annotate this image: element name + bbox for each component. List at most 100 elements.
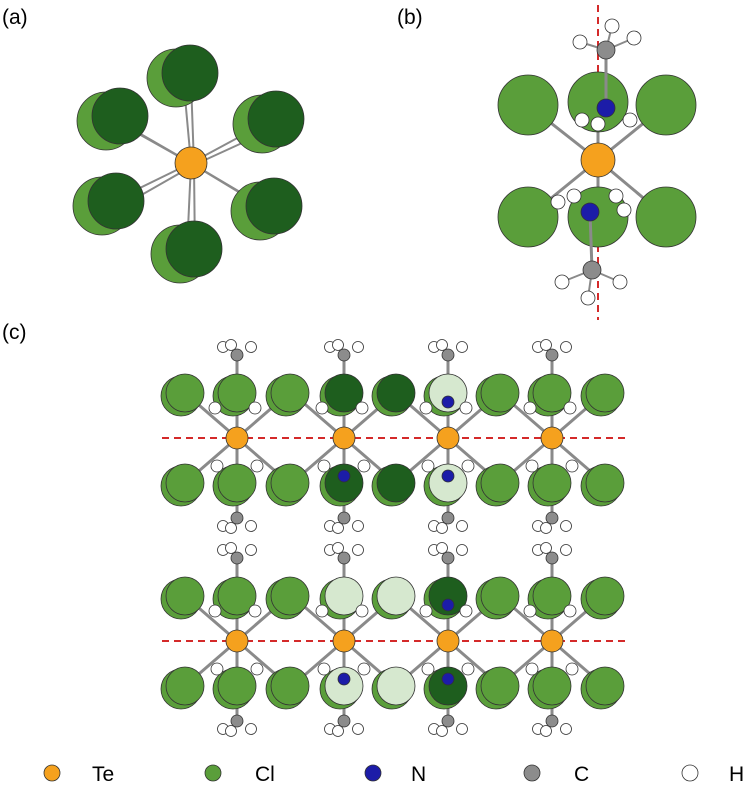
cl-atom: [217, 463, 257, 503]
cl-atom: [480, 576, 520, 616]
cl-atom: [532, 463, 572, 503]
h-atom: [563, 401, 577, 415]
h-atom: [332, 339, 344, 351]
te-atom: [225, 426, 249, 450]
cl-atom: [217, 373, 257, 413]
cl-atom: [532, 666, 572, 706]
c-atom: [441, 348, 455, 362]
te-atom: [540, 426, 564, 450]
cl-atom: [165, 373, 205, 413]
h-atom: [421, 459, 435, 473]
h-atom: [245, 520, 257, 532]
h-atom: [248, 401, 262, 415]
h-atom: [245, 723, 257, 735]
cl-atom: [324, 576, 364, 616]
cl-atom: [270, 576, 310, 616]
cl-atom: [635, 74, 697, 136]
panel-c-label: (c): [2, 321, 27, 344]
c-atom: [337, 511, 351, 525]
te-atom: [540, 629, 564, 653]
h-atom: [560, 341, 572, 353]
h-atom: [225, 725, 237, 737]
h-atom: [459, 401, 473, 415]
cl-atom: [376, 463, 416, 503]
cl-atom-front: [247, 90, 305, 148]
h-atom: [560, 544, 572, 556]
h-atom: [357, 459, 371, 473]
h-atom: [352, 341, 364, 353]
h-atom: [225, 339, 237, 351]
h-atom: [461, 662, 475, 676]
h-atom: [245, 544, 257, 556]
n-atom: [337, 672, 351, 686]
legend-te-swatch: [43, 764, 61, 782]
h-atom: [456, 341, 468, 353]
panel-b-label: (b): [397, 6, 423, 29]
h-atom: [523, 401, 537, 415]
n-atom: [441, 598, 455, 612]
te-atom: [225, 629, 249, 653]
cl-atom: [270, 373, 310, 413]
cl-atom: [217, 666, 257, 706]
cl-atom: [428, 463, 468, 503]
h-atom: [626, 30, 642, 46]
cl-atom: [480, 666, 520, 706]
cl-atom: [376, 373, 416, 413]
c-atom: [545, 511, 559, 525]
h-atom: [540, 542, 552, 554]
cl-atom: [324, 463, 364, 503]
h-atom: [560, 723, 572, 735]
te-atom: [580, 142, 616, 178]
c-atom: [545, 551, 559, 565]
legend-c-swatch: [523, 764, 541, 782]
legend-h-swatch: [681, 764, 699, 782]
h-atom: [317, 662, 331, 676]
c-atom: [545, 348, 559, 362]
h-atom: [210, 662, 224, 676]
legend-te-label: Te: [92, 763, 114, 786]
cl-atom: [324, 666, 364, 706]
cl-atom: [497, 186, 559, 248]
h-atom: [419, 401, 433, 415]
panel-b-octahedron-with-cations: [497, 5, 697, 320]
h-atom: [357, 662, 371, 676]
cl-atom: [532, 576, 572, 616]
c-atom: [230, 511, 244, 525]
cl-atom: [376, 666, 416, 706]
h-atom: [332, 522, 344, 534]
h-atom: [590, 116, 606, 132]
h-atom: [317, 459, 331, 473]
n-atom: [441, 672, 455, 686]
h-atom: [436, 339, 448, 351]
h-atom: [608, 188, 624, 204]
panel-c-layered-structure: [160, 339, 628, 737]
cl-atom: [585, 463, 625, 503]
h-atom: [421, 662, 435, 676]
c-atom: [441, 511, 455, 525]
h-atom: [461, 459, 475, 473]
h-atom: [540, 522, 552, 534]
h-atom: [315, 604, 329, 618]
h-atom: [525, 459, 539, 473]
h-atom: [248, 604, 262, 618]
h-atom: [352, 544, 364, 556]
cl-atom: [270, 666, 310, 706]
n-atom: [441, 469, 455, 483]
n-atom: [580, 202, 600, 222]
h-atom: [622, 112, 638, 128]
legend-c-label: C: [574, 763, 589, 786]
cl-atom: [585, 576, 625, 616]
h-atom: [332, 542, 344, 554]
c-atom: [545, 714, 559, 728]
te-atom: [332, 629, 356, 653]
cl-atom: [585, 373, 625, 413]
cl-atom: [428, 373, 468, 413]
h-atom: [436, 725, 448, 737]
cl-atom: [497, 74, 559, 136]
cl-atom: [532, 373, 572, 413]
h-atom: [550, 194, 566, 210]
c-atom: [337, 551, 351, 565]
te-atom: [174, 146, 208, 180]
h-atom: [250, 459, 264, 473]
cl-atom-front: [161, 44, 219, 102]
